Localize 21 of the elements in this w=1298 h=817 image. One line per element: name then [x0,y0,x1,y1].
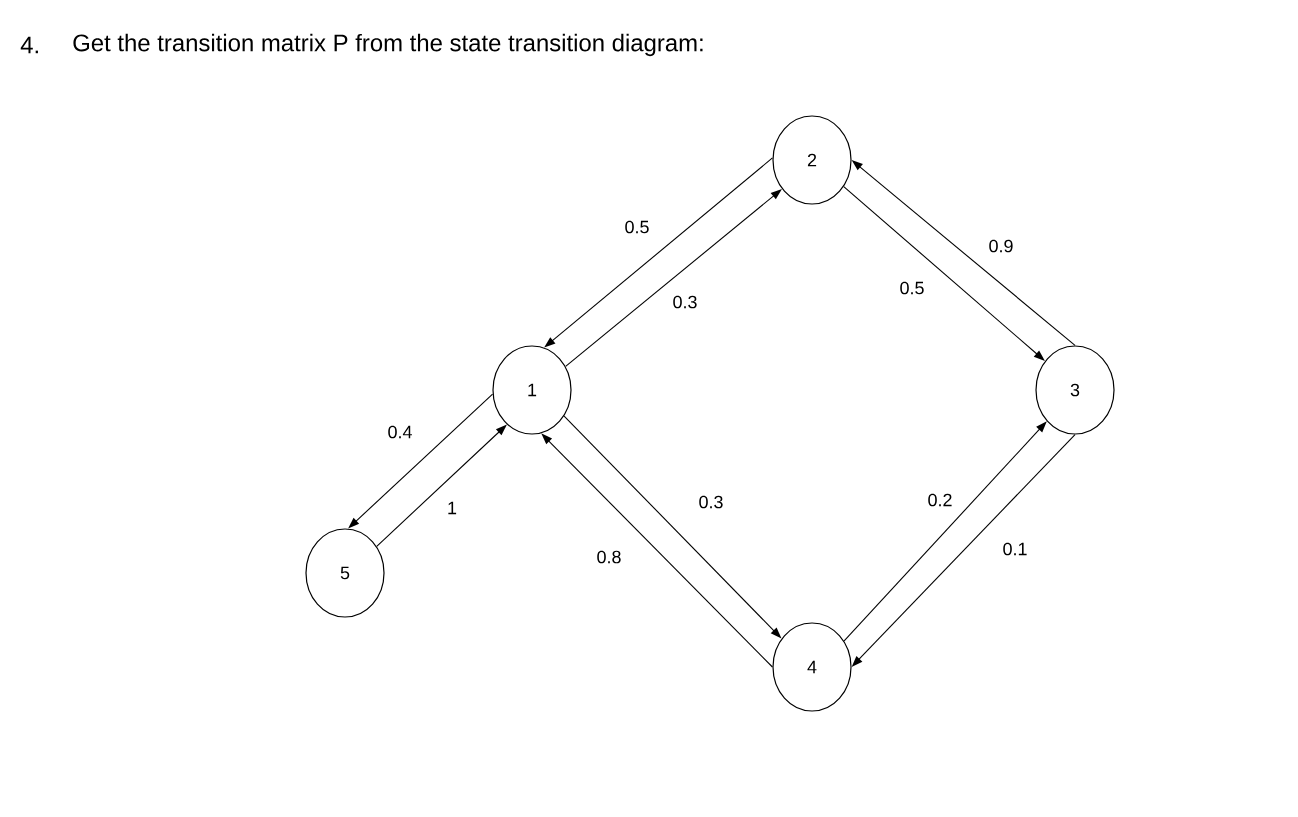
edge-label: 0.3 [671,294,699,310]
edge-label: 0.9 [987,238,1015,254]
arrow [376,424,507,547]
edge-label: 0.4 [386,424,414,440]
edge-label: 0.1 [1001,541,1029,557]
arrow [851,160,1076,346]
arrow [843,421,1047,642]
question-text: Get the transition matrix P from the state transition diagram: [73,33,703,57]
arrow [563,415,782,639]
edge-label: 0.2 [926,492,954,508]
question-number: 4. [20,36,38,54]
edge-label: 0.5 [623,219,651,235]
arrow [348,393,494,529]
edge-label: 0.8 [595,549,623,565]
edge-label: 0.3 [697,494,725,510]
arrow [843,186,1045,361]
edge-label: 0.5 [898,280,926,296]
arrow [565,189,782,367]
arrow [851,434,1076,667]
arrow [541,433,773,668]
arrow [544,157,773,348]
